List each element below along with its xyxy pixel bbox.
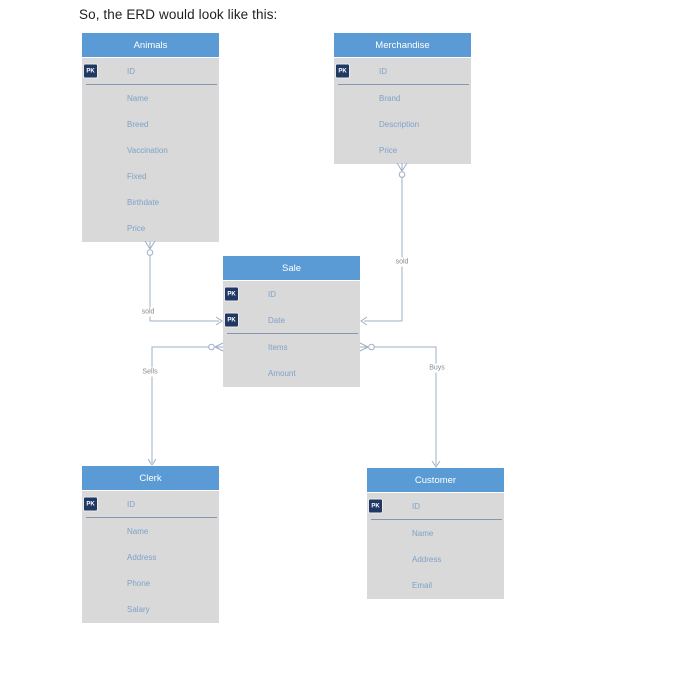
field-row: Salary <box>82 596 219 622</box>
entity-title: Customer <box>367 468 504 492</box>
field-divider <box>86 84 217 85</box>
field-name: ID <box>127 499 135 509</box>
field-name: Price <box>379 145 398 155</box>
connector-label-sold-merchandise: sold <box>393 257 411 267</box>
field-divider <box>86 517 217 518</box>
entity-customer: Customer PK ID Name Address Email <box>367 468 504 599</box>
entity-sale: Sale PK ID PK Date Items Amount <box>223 256 360 387</box>
field-row: Name <box>367 520 504 546</box>
field-name: ID <box>268 289 276 299</box>
pk-badge: PK <box>84 64 97 78</box>
field-name: Birthdate <box>127 197 160 207</box>
field-row: Price <box>334 137 471 163</box>
entity-fields: PK ID Name Breed Vaccination Fixed Birth… <box>82 58 219 242</box>
field-row: PK ID <box>82 491 219 517</box>
field-row: Vaccination <box>82 137 219 163</box>
field-name: Date <box>268 315 285 325</box>
field-name: Name <box>412 528 434 538</box>
entity-title: Clerk <box>82 466 219 490</box>
field-divider <box>338 84 469 85</box>
field-name: Vaccination <box>127 145 168 155</box>
field-name: Address <box>127 552 157 562</box>
field-name: Brand <box>379 93 401 103</box>
pk-badge: PK <box>225 287 238 301</box>
field-row: PK ID <box>334 58 471 84</box>
field-name: ID <box>412 501 420 511</box>
field-row: Phone <box>82 570 219 596</box>
field-row: Email <box>367 572 504 598</box>
field-name: Fixed <box>127 171 147 181</box>
pk-badge: PK <box>369 499 382 513</box>
arrowhead <box>215 316 223 326</box>
field-name: Price <box>127 223 146 233</box>
page-title: So, the ERD would look like this: <box>79 7 278 22</box>
field-row: Birthdate <box>82 189 219 215</box>
field-name: Name <box>127 526 149 536</box>
pk-badge: PK <box>225 313 238 327</box>
field-row: Name <box>82 85 219 111</box>
connector-label-buys: Buys <box>427 363 447 373</box>
field-row: Breed <box>82 111 219 137</box>
pk-badge: PK <box>84 497 97 511</box>
field-row: PK ID <box>367 493 504 519</box>
connector-sale-customer <box>359 342 441 468</box>
field-name: Email <box>412 580 433 590</box>
field-name: Salary <box>127 604 150 614</box>
field-row: Items <box>223 334 360 360</box>
field-divider <box>227 333 358 334</box>
entity-fields: PK ID PK Date Items Amount <box>223 281 360 387</box>
field-row: Description <box>334 111 471 137</box>
arrowhead <box>360 316 368 326</box>
arrowhead <box>431 460 441 468</box>
entity-clerk: Clerk PK ID Name Address Phone Salary <box>82 466 219 623</box>
field-row: PK Date <box>223 307 360 333</box>
field-name: Items <box>268 342 288 352</box>
field-row: Amount <box>223 360 360 386</box>
entity-title: Animals <box>82 33 219 57</box>
field-name: ID <box>379 66 387 76</box>
connector-animals-sale <box>144 240 223 326</box>
field-name: Description <box>379 119 420 129</box>
field-row: Address <box>82 544 219 570</box>
entity-fields: PK ID Brand Description Price <box>334 58 471 164</box>
entity-title: Sale <box>223 256 360 280</box>
field-row: Fixed <box>82 163 219 189</box>
entity-fields: PK ID Name Address Phone Salary <box>82 491 219 623</box>
field-row: Brand <box>334 85 471 111</box>
field-name: Breed <box>127 119 149 129</box>
field-name: Address <box>412 554 442 564</box>
entity-animals: Animals PK ID Name Breed Vaccination Fix… <box>82 33 219 242</box>
arrowhead <box>147 458 157 466</box>
entity-merchandise: Merchandise PK ID Brand Description Pric… <box>334 33 471 164</box>
entity-title: Merchandise <box>334 33 471 57</box>
field-row: PK ID <box>82 58 219 84</box>
field-row: Name <box>82 518 219 544</box>
connector-merchandise-sale <box>360 162 408 326</box>
field-divider <box>371 519 502 520</box>
connector-sale-clerk <box>147 342 224 466</box>
entity-fields: PK ID Name Address Email <box>367 493 504 599</box>
field-row: Address <box>367 546 504 572</box>
field-name: ID <box>127 66 135 76</box>
field-row: PK ID <box>223 281 360 307</box>
field-name: Phone <box>127 578 151 588</box>
connector-label-sells: Sells <box>140 367 160 377</box>
field-name: Amount <box>268 368 296 378</box>
field-name: Name <box>127 93 149 103</box>
connector-label-sold-animals: sold <box>139 307 157 317</box>
pk-badge: PK <box>336 64 349 78</box>
field-row: Price <box>82 215 219 241</box>
